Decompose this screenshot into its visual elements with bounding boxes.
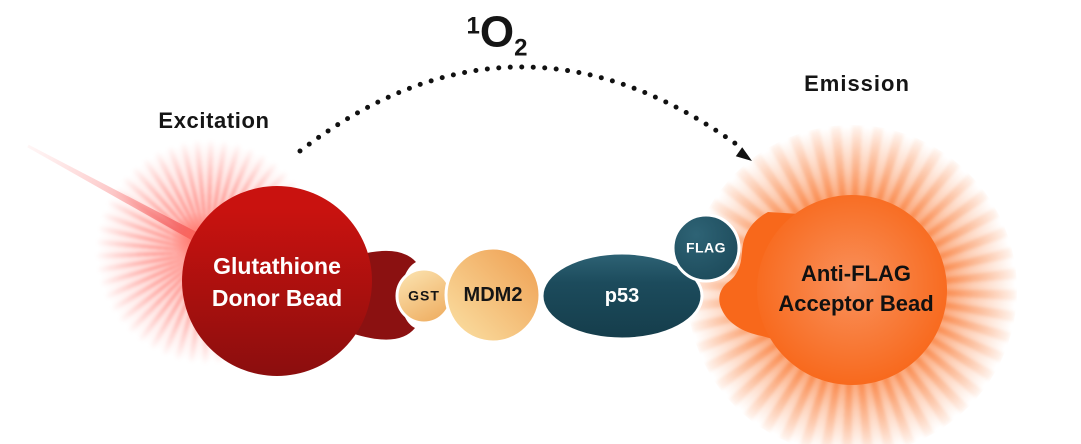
donor-bead-label-line2: Donor Bead <box>211 285 343 311</box>
singlet-oxygen-label: 1O2 <box>466 7 528 62</box>
singlet-oxygen-symbol: O <box>479 7 515 57</box>
acceptor-bead-label: Anti-FLAG Acceptor Bead <box>778 259 933 319</box>
emission-label: Emission <box>804 70 910 96</box>
p53-label: p53 <box>604 285 640 307</box>
donor-bead-label-line1: Glutathione <box>213 253 341 279</box>
mdm2-protein <box>444 246 542 344</box>
arrowhead-icon <box>735 147 752 161</box>
mdm2-label: MDM2 <box>463 284 523 306</box>
flag-label: FLAG <box>685 239 727 256</box>
donor-bead <box>182 186 372 376</box>
singlet-oxygen-superscript: 1 <box>466 12 480 40</box>
flag-tag <box>671 213 741 283</box>
p53-protein <box>540 251 704 341</box>
acceptor-bead-label-line2: Acceptor Bead <box>778 291 934 316</box>
acceptor-bead-label-line1: Anti-FLAG <box>801 261 911 286</box>
donor-bead-label: Glutathione Donor Bead <box>212 250 342 314</box>
excitation-label: Excitation <box>158 107 270 133</box>
laser-beam <box>27 144 208 247</box>
acceptor-bead <box>757 195 947 385</box>
singlet-oxygen-transfer-path <box>297 64 739 154</box>
singlet-oxygen-subscript: 2 <box>514 34 528 62</box>
gst-label: GST <box>408 287 440 304</box>
